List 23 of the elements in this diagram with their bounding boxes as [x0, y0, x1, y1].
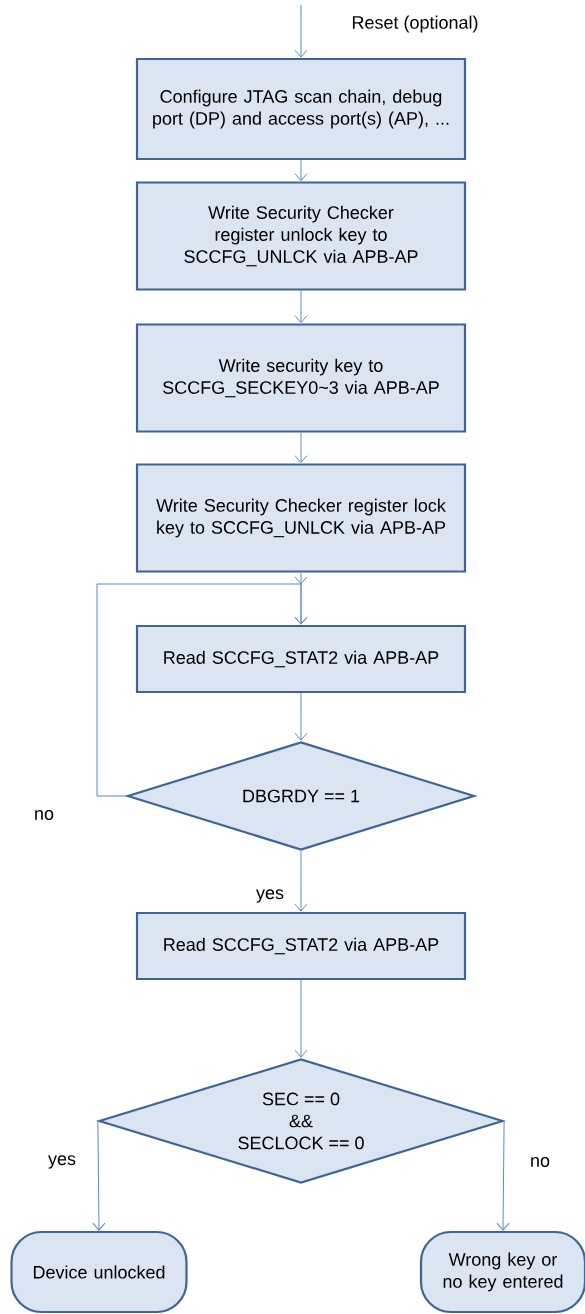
arrow — [496, 1120, 510, 1231]
arrow — [294, 979, 308, 1058]
edge-label: yes — [47, 1154, 77, 1170]
edge-label: no — [529, 1156, 551, 1168]
arrow — [294, 692, 308, 741]
terminal-box: Wrong key or no key entered — [419, 1230, 585, 1314]
edge-label: yes — [255, 888, 285, 904]
process-box: Configure JTAG scan chain, debug port (DP) and access port(s) (AP), ... — [135, 57, 467, 161]
process-box: Read SCCFG_STAT2 via APB-AP — [135, 624, 467, 694]
process-box: Write security key to SCCFG_SECKEY0~3 via APB-AP — [135, 323, 467, 433]
arrow — [294, 159, 308, 182]
arrow — [96, 576, 308, 797]
edge-label: no — [33, 809, 55, 821]
terminal-box: Device unlocked — [10, 1230, 188, 1314]
process-box: Write Security Checker register unlock key to SCCFG_UNLCK via APB-AP — [135, 181, 467, 291]
edge-label: Reset (optional) — [350, 14, 480, 34]
process-box: Read SCCFG_STAT2 via APB-AP — [135, 911, 467, 981]
arrow — [294, 290, 308, 324]
arrow — [294, 850, 308, 912]
process-box: Write Security Checker register lock key to SCCFG_UNLCK via APB-AP — [135, 463, 467, 573]
arrow — [92, 1120, 106, 1231]
arrow — [294, 4, 308, 58]
arrow — [294, 432, 308, 464]
